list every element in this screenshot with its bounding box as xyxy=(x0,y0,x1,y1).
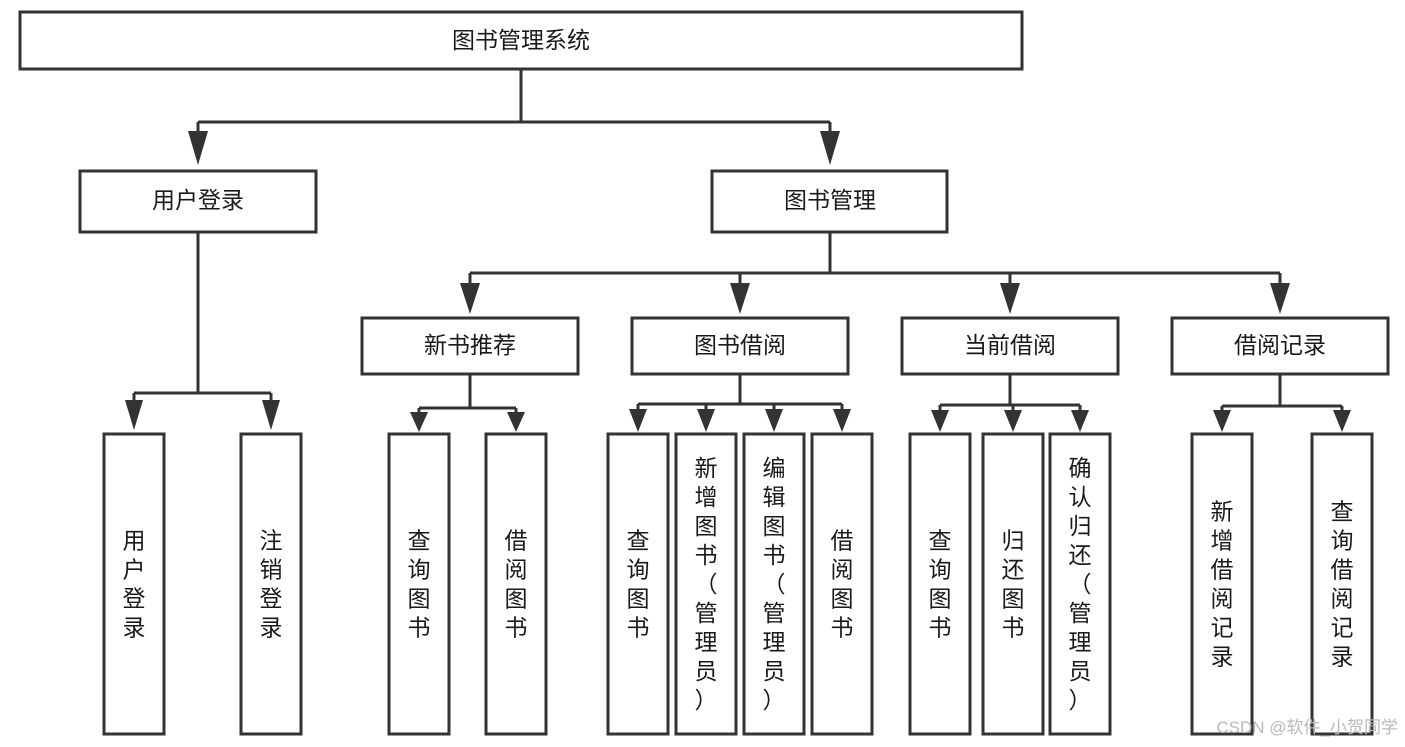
connector-group-borrow-record xyxy=(1213,374,1351,432)
arrow-to-leaf-edit-book xyxy=(765,409,783,432)
node-leaf-borrow-book-br[interactable]: 借阅图书 xyxy=(810,432,874,736)
node-leaf-query-book-br-label: 查询图书 xyxy=(627,528,650,641)
node-new-book-rec-box[interactable] xyxy=(360,316,580,376)
node-book-manage-label: 图书管理 xyxy=(784,187,876,213)
arrow-to-leaf-user-login xyxy=(125,400,143,430)
arrow-to-leaf-user-logout xyxy=(262,400,280,430)
node-root[interactable]: 图书管理系统 xyxy=(18,10,1024,71)
node-leaf-user-logout-label: 注销登录 xyxy=(260,528,283,641)
node-leaf-add-book-box[interactable] xyxy=(674,432,738,736)
arrow-to-borrow-record xyxy=(1270,283,1290,314)
node-book-borrow[interactable]: 图书借阅 xyxy=(630,316,850,376)
arrow-to-leaf-add-book xyxy=(697,409,715,432)
arrow-to-leaf-confirm-return xyxy=(1071,410,1089,432)
node-leaf-add-book-label: 新增图书（管理员） xyxy=(695,455,718,713)
arrow-to-current-borrow xyxy=(1000,283,1020,314)
node-leaf-user-login-box[interactable] xyxy=(102,432,166,736)
arrow-to-book-manage xyxy=(820,131,840,165)
node-leaf-borrow-book-rec[interactable]: 借阅图书 xyxy=(484,432,548,736)
node-book-borrow-box[interactable] xyxy=(630,316,850,376)
node-leaf-query-record-label: 查询借阅记录 xyxy=(1331,499,1354,670)
arrow-to-leaf-borrow-book-rec xyxy=(507,412,525,432)
node-root-box[interactable] xyxy=(18,10,1024,71)
node-leaf-return-book-label: 归还图书 xyxy=(1002,528,1025,641)
node-current-borrow-box[interactable] xyxy=(900,316,1120,376)
node-current-borrow-label: 当前借阅 xyxy=(964,332,1056,358)
node-borrow-record-box[interactable] xyxy=(1170,316,1390,376)
node-leaf-return-book[interactable]: 归还图书 xyxy=(981,432,1045,736)
node-book-manage[interactable]: 图书管理 xyxy=(710,169,949,234)
arrow-to-user-login xyxy=(188,131,208,165)
arrow-to-leaf-query-book-cb xyxy=(931,410,949,432)
node-leaf-user-login[interactable]: 用户登录 xyxy=(102,432,166,736)
arrow-to-leaf-add-record xyxy=(1213,410,1231,432)
node-leaf-query-book-rec[interactable]: 查询图书 xyxy=(387,432,451,736)
node-leaf-borrow-book-rec-box[interactable] xyxy=(484,432,548,736)
node-leaf-borrow-book-rec-label: 借阅图书 xyxy=(505,528,528,641)
node-leaf-add-record-label: 新增借阅记录 xyxy=(1211,499,1234,670)
connector-group-user-login xyxy=(125,232,280,430)
node-new-book-rec-label: 新书推荐 xyxy=(424,332,516,358)
node-leaf-query-record[interactable]: 查询借阅记录 xyxy=(1310,432,1374,736)
connector-group-root xyxy=(188,69,840,165)
connector-group-book-borrow xyxy=(629,374,851,432)
node-leaf-edit-book[interactable]: 编辑图书（管理员） xyxy=(742,432,806,736)
node-book-borrow-label: 图书借阅 xyxy=(694,332,786,358)
node-leaf-query-book-cb-box[interactable] xyxy=(908,432,972,736)
node-leaf-user-login-label: 用户登录 xyxy=(123,528,146,641)
node-leaf-edit-book-label: 编辑图书（管理员） xyxy=(763,455,786,713)
node-borrow-record-label: 借阅记录 xyxy=(1234,332,1326,358)
node-leaf-query-book-cb-label: 查询图书 xyxy=(929,528,952,641)
node-root-label: 图书管理系统 xyxy=(452,27,590,53)
node-leaf-return-book-box[interactable] xyxy=(981,432,1045,736)
arrow-to-leaf-query-book-rec xyxy=(410,412,428,432)
node-leaf-edit-book-box[interactable] xyxy=(742,432,806,736)
arrow-to-leaf-return-book xyxy=(1004,410,1022,432)
node-leaf-user-logout-box[interactable] xyxy=(239,432,303,736)
node-leaf-add-book[interactable]: 新增图书（管理员） xyxy=(674,432,738,736)
arrow-to-book-borrow xyxy=(730,283,750,314)
node-leaf-confirm-return-box[interactable] xyxy=(1048,432,1112,736)
node-leaf-confirm-return[interactable]: 确认归还（管理员） xyxy=(1048,432,1112,736)
arrow-to-leaf-query-record xyxy=(1333,410,1351,432)
node-leaf-query-book-rec-box[interactable] xyxy=(387,432,451,736)
node-leaf-query-book-br-box[interactable] xyxy=(606,432,670,736)
arrow-to-new-book-rec xyxy=(460,283,480,314)
node-leaf-borrow-book-br-label: 借阅图书 xyxy=(831,528,854,641)
node-leaf-user-logout[interactable]: 注销登录 xyxy=(239,432,303,736)
node-current-borrow[interactable]: 当前借阅 xyxy=(900,316,1120,376)
node-user-login[interactable]: 用户登录 xyxy=(78,169,318,234)
node-new-book-rec[interactable]: 新书推荐 xyxy=(360,316,580,376)
node-leaf-add-record-box[interactable] xyxy=(1190,432,1254,736)
node-leaf-confirm-return-label: 确认归还（管理员） xyxy=(1069,455,1092,713)
csdn-watermark: CSDN @软件_小贺同学 xyxy=(1216,718,1398,737)
node-user-login-box[interactable] xyxy=(78,169,318,234)
node-user-login-label: 用户登录 xyxy=(152,187,244,213)
connector-group-new-book-rec xyxy=(410,374,525,432)
connector-group-current-borrow xyxy=(931,374,1089,432)
arrow-to-leaf-borrow-book-br xyxy=(833,409,851,432)
arrow-to-leaf-query-book-br xyxy=(629,409,647,432)
node-leaf-add-record[interactable]: 新增借阅记录 xyxy=(1190,432,1254,736)
node-leaf-query-book-rec-label: 查询图书 xyxy=(408,528,431,641)
connector-group-book-manage xyxy=(460,232,1290,314)
node-book-manage-box[interactable] xyxy=(710,169,949,234)
node-borrow-record[interactable]: 借阅记录 xyxy=(1170,316,1390,376)
node-leaf-query-book-cb[interactable]: 查询图书 xyxy=(908,432,972,736)
node-leaf-query-book-br[interactable]: 查询图书 xyxy=(606,432,670,736)
node-leaf-borrow-book-br-box[interactable] xyxy=(810,432,874,736)
node-leaf-query-record-box[interactable] xyxy=(1310,432,1374,736)
